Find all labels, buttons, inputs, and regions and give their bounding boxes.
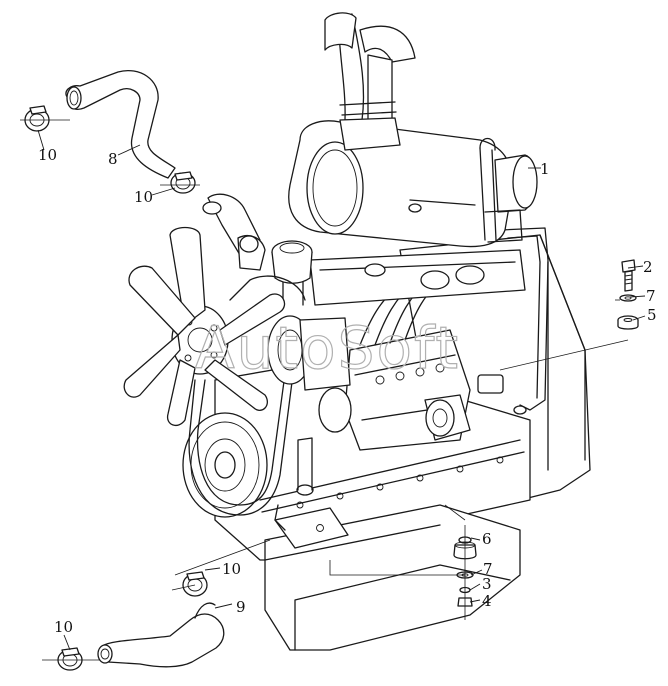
upper-hose <box>65 70 176 179</box>
label-10-a: 10 <box>38 146 57 164</box>
intake-manifold <box>309 227 549 415</box>
label-6: 6 <box>482 530 492 548</box>
exhaust-stack <box>324 12 416 151</box>
clamp-lower-left <box>57 647 83 671</box>
label-2: 2 <box>643 258 653 276</box>
lower-hose <box>97 602 225 668</box>
injection-pump <box>344 277 504 451</box>
watermark-text: AutoSoft <box>195 314 460 382</box>
label-1: 1 <box>540 160 550 178</box>
label-7-top: 7 <box>646 287 656 305</box>
pre-cleaner-cap <box>271 240 313 306</box>
clamp-upper-left <box>24 105 50 132</box>
alternator <box>267 315 352 496</box>
thermostat-housing <box>202 193 266 271</box>
leader-lines <box>37 129 646 651</box>
label-9: 9 <box>236 598 246 616</box>
mount-cushion-upper <box>617 315 639 330</box>
label-10-d: 10 <box>54 618 73 636</box>
label-10-c: 10 <box>222 560 241 578</box>
fan-assembly <box>123 226 286 427</box>
label-5: 5 <box>647 306 657 324</box>
air-cleaner <box>288 120 538 248</box>
clamp-lower-right <box>182 571 208 597</box>
label-4: 4 <box>482 592 492 610</box>
clamp-upper-right <box>170 171 196 194</box>
label-8: 8 <box>108 150 118 168</box>
label-3: 3 <box>482 575 492 593</box>
drive-belts <box>188 275 306 516</box>
mount-bolt-upper <box>621 259 636 292</box>
rail-bolts <box>296 456 504 509</box>
label-7-bottom: 7 <box>483 560 493 578</box>
label-10-b: 10 <box>134 188 153 206</box>
mount-washer-upper <box>619 294 637 302</box>
assembly-lines <box>20 119 629 661</box>
